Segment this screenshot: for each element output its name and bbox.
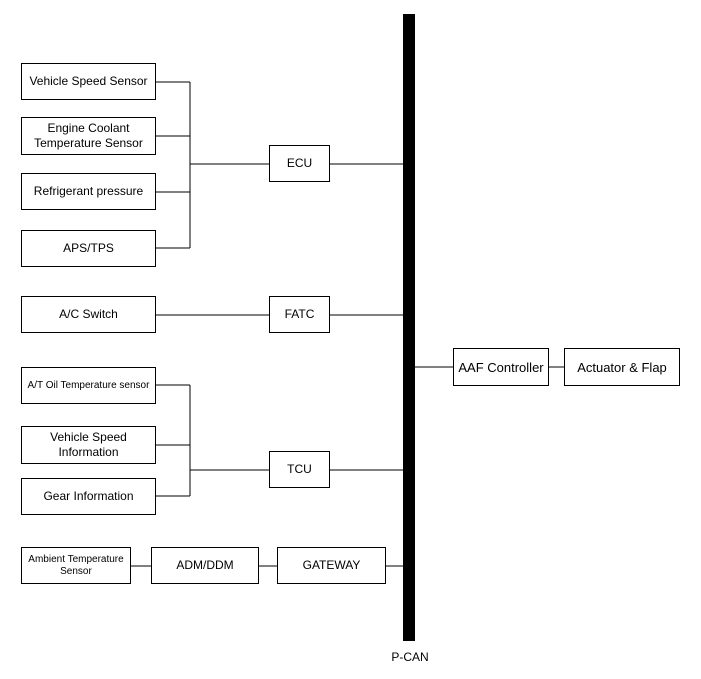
aaf-controller-box: AAF Controller bbox=[453, 348, 549, 386]
vehicle-speed-information-box: Vehicle Speed Information bbox=[21, 426, 156, 464]
gear-information-box: Gear Information bbox=[21, 478, 156, 515]
fatc-box: FATC bbox=[269, 296, 330, 333]
p-can-bus bbox=[403, 14, 415, 641]
tcu-box: TCU bbox=[269, 451, 330, 488]
actuator-flap-box: Actuator & Flap bbox=[564, 348, 680, 386]
at-oil-temperature-box: A/T Oil Temperature sensor bbox=[21, 367, 156, 404]
ac-switch-box: A/C Switch bbox=[21, 296, 156, 333]
ecu-box: ECU bbox=[269, 145, 330, 182]
aps-tps-box: APS/TPS bbox=[21, 230, 156, 267]
p-can-label: P-CAN bbox=[391, 650, 429, 664]
vehicle-speed-sensor-box: Vehicle Speed Sensor bbox=[21, 63, 156, 100]
refrigerant-pressure-box: Refrigerant pressure bbox=[21, 173, 156, 210]
ambient-temperature-sensor-box: Ambient Temperature Sensor bbox=[21, 547, 131, 584]
adm-ddm-box: ADM/DDM bbox=[151, 547, 259, 584]
engine-coolant-sensor-box: Engine Coolant Temperature Sensor bbox=[21, 117, 156, 155]
gateway-box: GATEWAY bbox=[277, 547, 386, 584]
